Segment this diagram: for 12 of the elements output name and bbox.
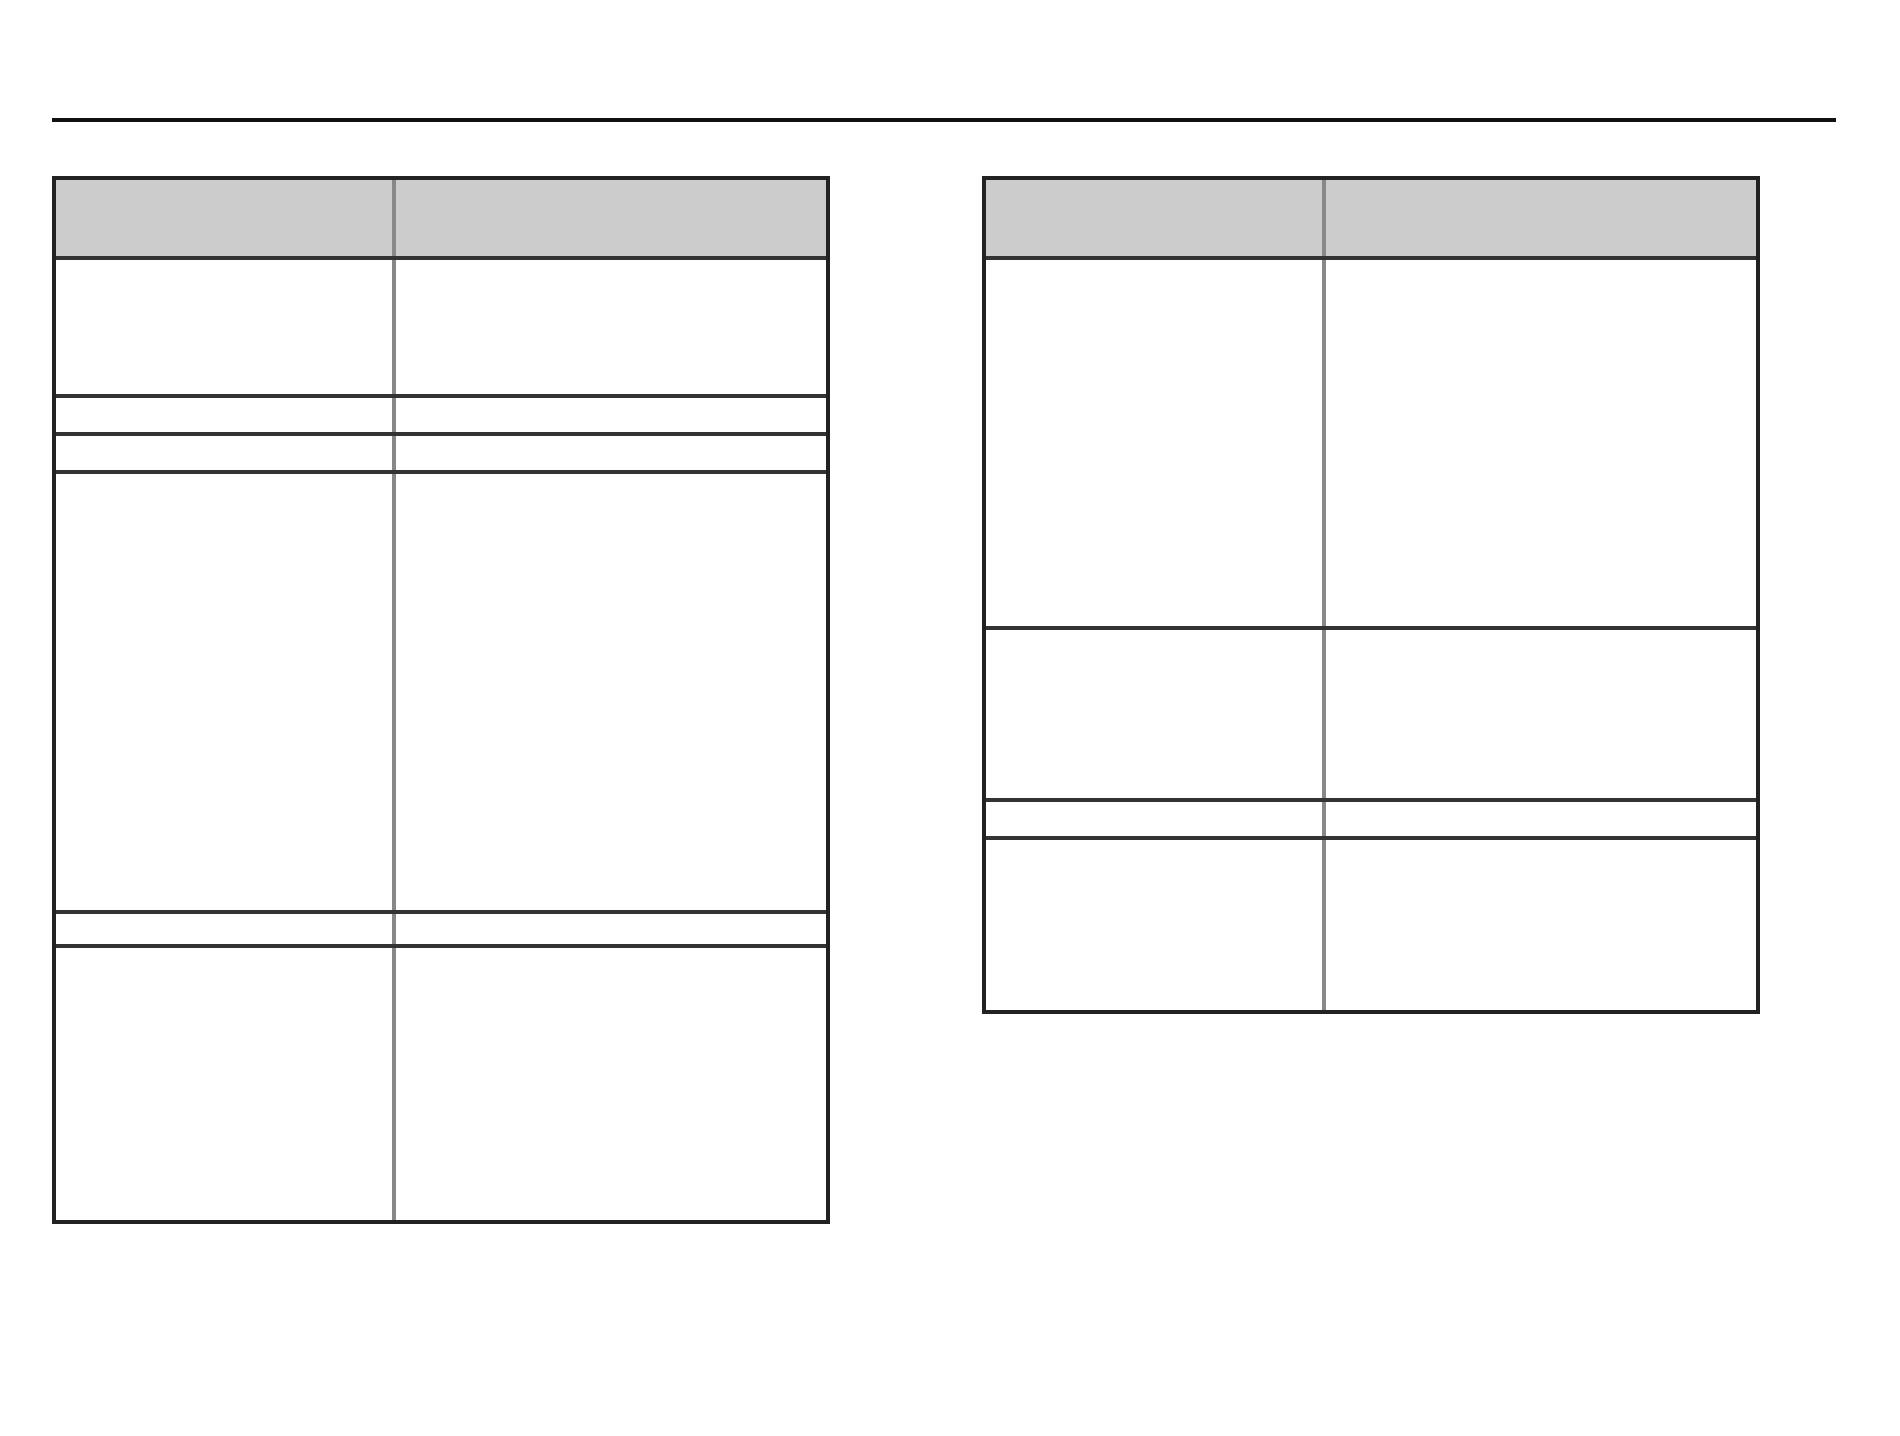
table-row: [56, 914, 826, 948]
table-row: [56, 398, 826, 436]
table-row: [986, 802, 1756, 840]
table: [982, 176, 1760, 1014]
table-header-row: [56, 180, 826, 260]
table: [52, 176, 830, 1224]
table-row: [56, 260, 826, 398]
table-row: [56, 436, 826, 474]
table-row: [56, 474, 826, 914]
table-row: [986, 630, 1756, 802]
table-row: [986, 260, 1756, 630]
table-header-row: [986, 180, 1756, 260]
